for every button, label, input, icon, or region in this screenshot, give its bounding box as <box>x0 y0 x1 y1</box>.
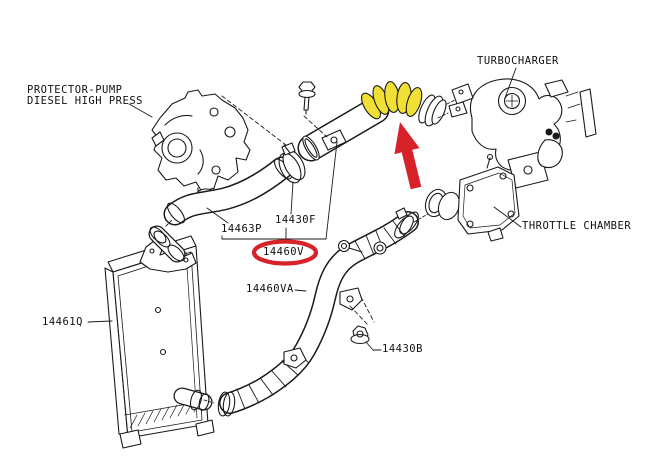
leader-lines <box>88 68 521 403</box>
flange-bolt-drawing <box>299 82 327 137</box>
callout-protector-pump: PROTECTOR-PUMP DIESEL HIGH PRESS <box>27 85 143 106</box>
part-label-14461Q[interactable]: 14461Q <box>42 316 83 328</box>
callout-throttle-chamber: THROTTLE CHAMBER <box>522 220 632 232</box>
pump-drawing <box>152 90 286 197</box>
lower-hose-drawing <box>217 208 422 417</box>
callout-protector-pump-line2: DIESEL HIGH PRESS <box>27 94 143 107</box>
part-label-14460V-selected[interactable]: 14460V <box>263 246 304 258</box>
part-label-14463P[interactable]: 14463P <box>221 223 262 235</box>
highlighted-hose-section <box>358 81 425 122</box>
part-label-14460VA[interactable]: 14460VA <box>246 283 294 295</box>
part-label-14430F[interactable]: 14430F <box>275 214 316 226</box>
highlight-oval-annotation <box>254 242 316 264</box>
callout-protector-pump-line1: PROTECTOR-PUMP <box>27 84 123 96</box>
throttle-chamber-drawing <box>414 155 519 242</box>
callout-turbocharger: TURBOCHARGER <box>477 55 559 67</box>
intercooler-drawing <box>105 224 214 448</box>
turbocharger-drawing <box>449 79 596 188</box>
part-label-14430B[interactable]: 14430B <box>382 343 423 355</box>
hose-clamp-drawing <box>275 143 310 186</box>
red-arrow-annotation <box>394 122 422 190</box>
nut-14430B-drawing <box>350 297 374 344</box>
turbo-inlet-pipe-drawing <box>300 81 463 162</box>
